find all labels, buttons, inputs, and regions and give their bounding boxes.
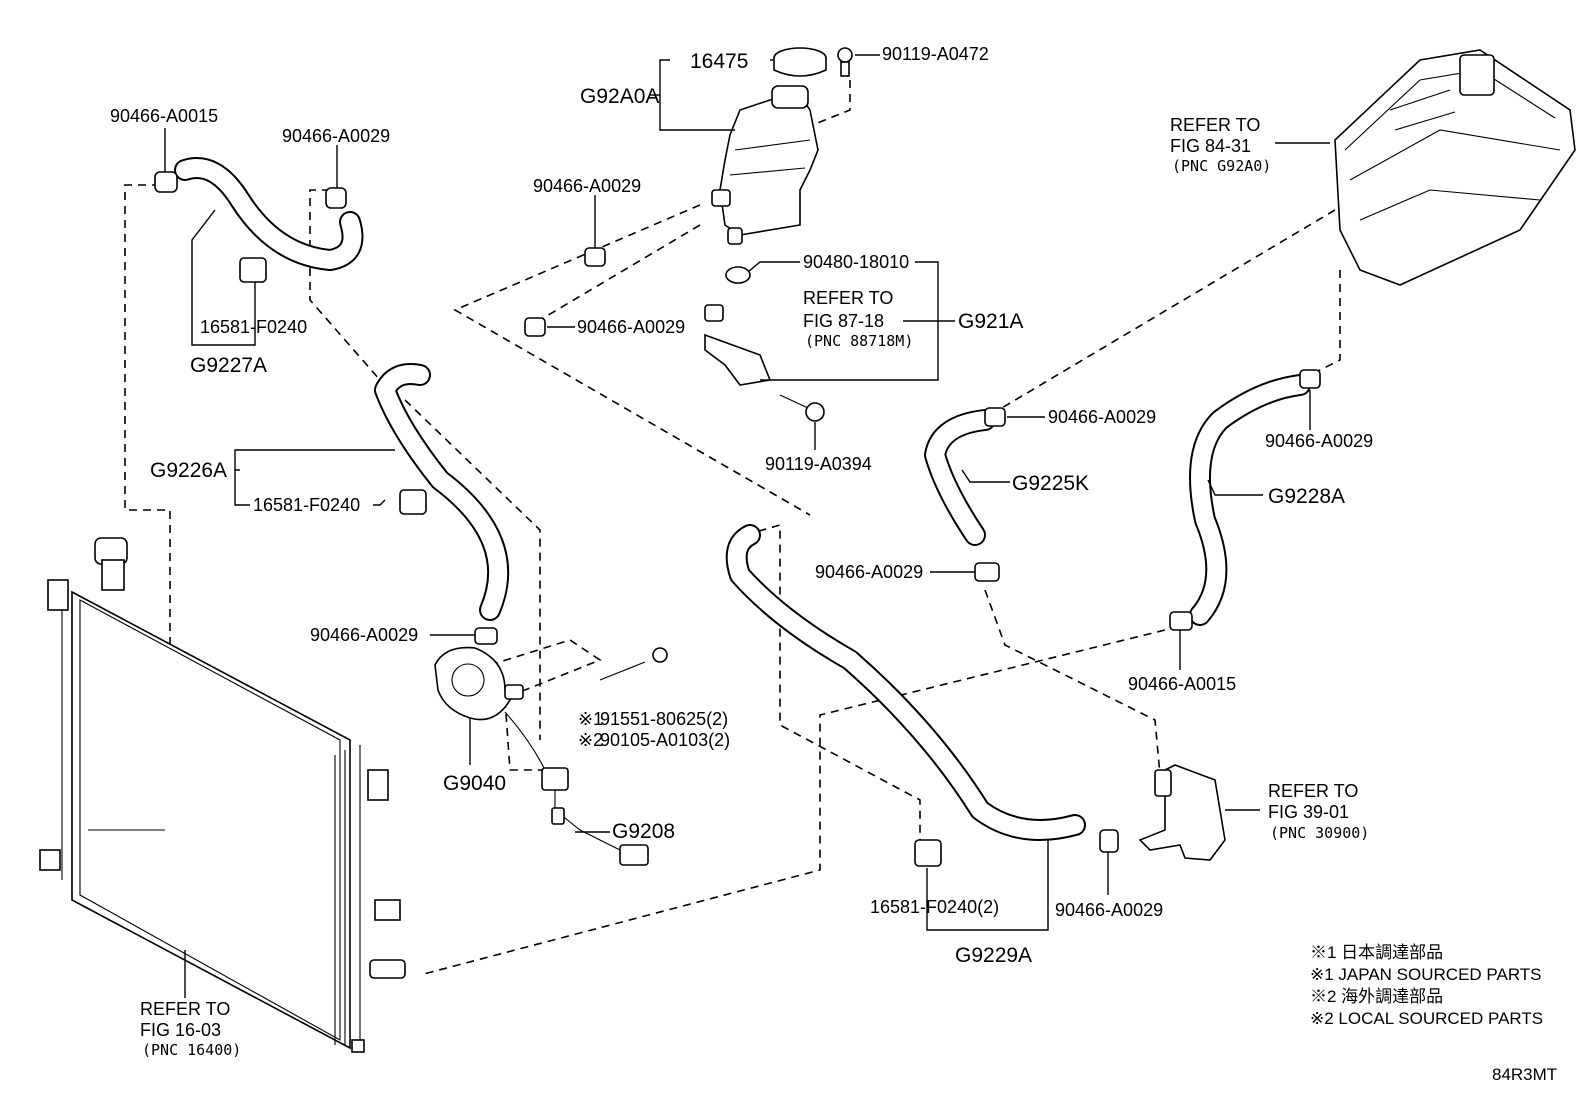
label-90466-A0029-r3: 90466-A0029 [1265, 431, 1373, 451]
svg-text:REFER TO: REFER TO [803, 288, 893, 308]
label-G921A: G921A [958, 310, 1023, 333]
label-91551-80625: 91551-80625(2) [600, 709, 728, 729]
svg-text:FIG 87-18: FIG 87-18 [803, 311, 884, 331]
refer-fig84: REFER TO FIG 84-31 (PNC G92A0) [1170, 115, 1271, 175]
label-G9208: G9208 [612, 820, 675, 843]
svg-text:(PNC 16400): (PNC 16400) [142, 1041, 241, 1059]
svg-text:REFER TO: REFER TO [1170, 115, 1260, 135]
legend-line-2: ※1 JAPAN SOURCED PARTS [1310, 965, 1542, 984]
svg-text:FIG 84-31: FIG 84-31 [1170, 136, 1251, 156]
label-G9226A: G9226A [150, 459, 227, 482]
leader-lines [164, 54, 1330, 998]
label-90466-A0029-clamp: 90466-A0029 [577, 317, 685, 337]
legend-line-4: ※2 LOCAL SOURCED PARTS [1310, 1009, 1543, 1028]
label-90466-A0015-right: 90466-A0015 [1128, 674, 1236, 694]
label-16581-F0240-b: 16581-F0240 [253, 495, 360, 515]
label-90119-A0394: 90119-A0394 [765, 454, 872, 474]
label-16581-F0240-2: 16581-F0240(2) [870, 897, 999, 917]
label-16475: 16475 [690, 50, 748, 73]
label-G9225K: G9225K [1012, 472, 1089, 495]
svg-text:REFER TO: REFER TO [140, 999, 230, 1019]
label-90480-18010: 90480-18010 [803, 252, 909, 272]
legend-line-3: ※2 海外調達部品 [1310, 987, 1443, 1006]
label-90466-A0029-pump: 90466-A0029 [310, 625, 418, 645]
water-pump [434, 646, 649, 866]
refer-fig87: REFER TO FIG 87-18 (PNC 88718M) [803, 288, 913, 350]
note1-mark: ※1 [578, 709, 603, 729]
label-90119-A0472: 90119-A0472 [882, 44, 989, 64]
note2-mark: ※2 [578, 730, 603, 750]
label-90466-A0029-top: 90466-A0029 [282, 126, 390, 146]
legend-line-1: ※1 日本調達部品 [1310, 943, 1443, 962]
label-90105-A0103: 90105-A0103(2) [600, 730, 730, 750]
hoses [174, 157, 1311, 841]
reservoir-tank [711, 47, 853, 245]
legend: ※1 日本調達部品 ※1 JAPAN SOURCED PARTS ※2 海外調達… [1310, 943, 1543, 1028]
label-90466-A0029-r1: 90466-A0029 [1048, 407, 1156, 427]
label-90466-A0029-tank: 90466-A0029 [533, 176, 641, 196]
diagram-code: 84R3MT [1492, 1065, 1557, 1084]
part-labels: 16475 G92A0A 90119-A0472 90466-A0015 904… [110, 44, 1373, 967]
label-G9229A: G9229A [955, 944, 1032, 967]
label-G9040: G9040 [443, 772, 506, 795]
refer-fig16: REFER TO FIG 16-03 (PNC 16400) [140, 999, 241, 1059]
inverter-assembly [1334, 49, 1576, 286]
svg-text:FIG 39-01: FIG 39-01 [1268, 802, 1349, 822]
label-90466-A0029-r2: 90466-A0029 [815, 562, 923, 582]
clamps [154, 171, 1321, 867]
dashed-connectors [88, 80, 1341, 976]
bracket [704, 266, 825, 422]
label-G9228A: G9228A [1268, 485, 1345, 508]
label-90466-A0015-top: 90466-A0015 [110, 106, 218, 126]
label-G9227A: G9227A [190, 354, 267, 377]
refer-fig39: REFER TO FIG 39-01 (PNC 30900) [1268, 781, 1369, 842]
radiator [39, 537, 406, 1053]
svg-text:REFER TO: REFER TO [1268, 781, 1358, 801]
heater-pipe [1138, 764, 1226, 861]
svg-text:FIG 16-03: FIG 16-03 [140, 1020, 221, 1040]
svg-text:(PNC G92A0): (PNC G92A0) [1172, 157, 1271, 175]
svg-text:(PNC 30900): (PNC 30900) [1270, 824, 1369, 842]
svg-text:(PNC 88718M): (PNC 88718M) [805, 332, 913, 350]
label-90466-A0029-bottom: 90466-A0029 [1055, 900, 1163, 920]
label-G92A0A: G92A0A [580, 85, 659, 108]
label-16581-F0240-a: 16581-F0240 [200, 317, 307, 337]
